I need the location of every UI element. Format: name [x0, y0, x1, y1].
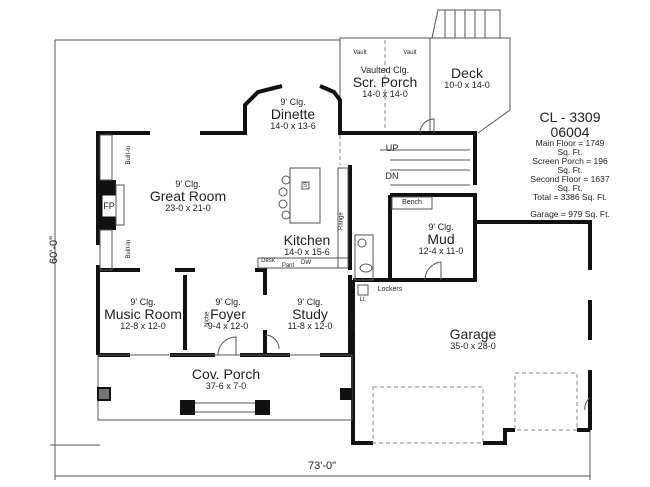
room-name: Deck: [451, 65, 483, 81]
room-size: 12-8 x 12-0: [120, 321, 166, 332]
doors: [217, 118, 591, 411]
ceiling-label: 9' Clg.: [175, 179, 201, 189]
vault-left-label: Vault: [353, 50, 367, 56]
room-name: Mud: [427, 231, 455, 248]
laundry-tub-label: Lt.: [359, 297, 367, 303]
room-name: Scr. Porch: [352, 74, 418, 91]
ceiling-label: 9' Clg.: [280, 97, 306, 107]
room-garage: Garage 35-0 x 28-0: [450, 327, 497, 351]
mud-room-fixtures: [354, 149, 470, 296]
ceiling-label: Vaulted Clg.: [360, 65, 410, 75]
sink-label: S: [302, 183, 308, 189]
area-total: Total = 3386 Sq. Ft.: [533, 191, 607, 202]
area-main: Main Floor = 1749 Sq. Ft.: [535, 138, 605, 158]
plan-number: 06004: [550, 123, 590, 140]
builtin-label: Built-In: [351, 311, 358, 331]
width-dimension: 73'-0": [307, 460, 337, 472]
room-great-room: 9' Clg. Great Room 23-0 x 21-0: [149, 179, 227, 214]
room-size: 14-0 x 13-6: [270, 121, 316, 132]
depth-dimension: 60'-0": [48, 235, 61, 265]
dw-label: DW: [301, 260, 311, 266]
room-covered-porch: Cov. Porch 37-6 x 7-0: [192, 367, 260, 391]
room-study: 9' Clg. Study 11-8 x 12-0: [287, 297, 333, 332]
plan-info: CL - 3309 06004 Main Floor = 1749 Sq. Ft…: [530, 110, 610, 219]
room-name: Study: [292, 306, 328, 323]
builtin-label: Built-In: [126, 145, 133, 165]
room-size: 14-0 x 14-0: [362, 89, 408, 100]
range-label: Range: [338, 212, 345, 230]
room-deck: Deck 10-0 x 14-0: [444, 66, 490, 90]
room-name: Music Room: [104, 306, 182, 323]
room-music-room: 9' Clg. Music Room 12-8 x 12-0: [104, 297, 182, 332]
vault-right-label: Vault: [403, 50, 417, 56]
room-size: 14-0 x 15-6: [284, 246, 330, 257]
area-garage: Garage = 979 Sq. Ft.: [530, 208, 610, 219]
stairs-down-label: DN: [385, 171, 399, 181]
room-name: Dinette: [270, 106, 316, 123]
room-screen-porch: Vaulted Clg. Scr. Porch 14-0 x 14-0: [352, 65, 418, 100]
room-size: 35-0 x 28-0: [450, 340, 496, 351]
fireplace: [98, 134, 125, 271]
builtin-label: Built-In: [126, 239, 133, 259]
garage-door-outlines: [372, 372, 578, 444]
room-name: Great Room: [149, 188, 227, 205]
deck: [430, 9, 511, 134]
covered-porch-outline: [97, 354, 353, 421]
room-name: Garage: [449, 326, 497, 342]
desk-label: Desk: [261, 258, 275, 264]
room-size: 23-0 x 21-0: [165, 203, 211, 214]
ceiling-label: 9' Clg.: [215, 297, 241, 307]
ceiling-label: 9' Clg.: [130, 297, 156, 307]
pantry-label: Pant: [281, 263, 295, 269]
room-kitchen: Kitchen 14-0 x 15-6: [284, 233, 331, 257]
room-foyer: 9' Clg. Foyer 9-4 x 12-0: [207, 297, 249, 332]
room-size: 9-4 x 12-0: [207, 321, 249, 332]
area-second-floor: Second Floor = 1637 Sq. Ft.: [530, 174, 610, 193]
lockers-label: Lockers: [377, 286, 403, 293]
ceiling-label: 9' Clg.: [428, 222, 454, 232]
area-screen-porch: Screen Porch = 196 Sq. Ft.: [532, 156, 608, 176]
dimension-lines: [50, 39, 591, 480]
room-dinette: 9' Clg. Dinette 14-0 x 13-6: [270, 97, 316, 132]
fireplace-label: FP: [103, 201, 115, 211]
room-name: Foyer: [210, 306, 246, 323]
room-size: 10-0 x 14-0: [444, 79, 490, 90]
plan-code: CL - 3309: [539, 109, 601, 125]
room-name: Kitchen: [283, 232, 331, 248]
room-name: Cov. Porch: [191, 366, 261, 382]
kitchen-fixtures: [257, 135, 349, 269]
room-size: 37-6 x 7-0: [205, 380, 247, 391]
room-mud: 9' Clg. Mud 12-4 x 11-0: [418, 222, 464, 257]
stairs-up-label: UP: [385, 143, 399, 153]
bench-label: Bench: [402, 199, 422, 206]
exterior-walls: [96, 84, 592, 445]
room-size: 11-8 x 12-0: [287, 321, 333, 332]
ceiling-label: 9' Clg.: [297, 297, 323, 307]
room-size: 12-4 x 11-0: [418, 246, 464, 257]
